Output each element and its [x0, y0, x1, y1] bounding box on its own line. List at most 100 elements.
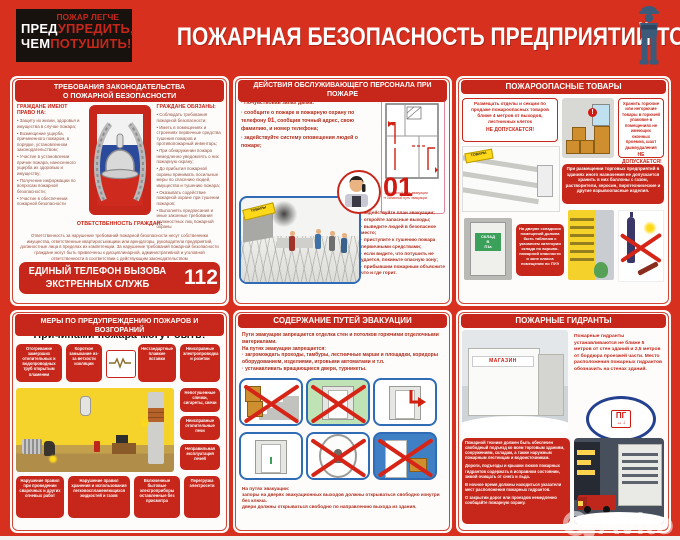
hydrant-placement-text: Пожарные гидранты устанавливаются не бли…: [574, 334, 662, 373]
warning-mark-icon: !: [588, 108, 597, 117]
exit-sign: [270, 457, 272, 465]
fuse-icon: [106, 350, 136, 378]
rights-item: Возмещение ущерба, причиненного пожаром,…: [17, 131, 83, 153]
store-fire-scene-illustration: ТОВАРЫ: [239, 196, 361, 284]
cause-box: Нарушение правил хранения и использовани…: [68, 476, 130, 518]
emergency-phone-banner: ЕДИНЫЙ ТЕЛЕФОН ВЫЗОВА ЭКСТРЕННЫХ СЛУЖБ 1…: [19, 262, 220, 294]
person-illustration: [329, 231, 335, 251]
yellow-building-illustration: [568, 210, 614, 280]
fire-service-emblem: [87, 104, 153, 220]
tv-illustration: [116, 435, 128, 443]
duties-item: До прибытия пожарной охраны принимать по…: [157, 166, 223, 188]
actions-intro-list: Почувствовав запах дыма: сообщите о пожа…: [241, 100, 377, 152]
responsibility-heading: ОТВЕТСТВЕННОСТЬ ГРАЖДАН:: [76, 221, 163, 227]
rule-paragraph: Пути эвакуации запрещается отделка стен …: [242, 332, 439, 345]
table-illustration: [112, 443, 136, 454]
arrow-down-icon: ↓: [622, 420, 626, 426]
panel-staff-actions: ДЕЙСТВИЯ ОБСЛУЖИВАЮЩЕГО ПЕРСОНАЛА ПРИ ПО…: [233, 76, 452, 306]
not-allowed-label: НЕ ДОПУСКАЕТСЯ!: [485, 126, 535, 133]
duties-item: При обнаружении пожара немедленно уведом…: [157, 148, 223, 165]
open-exit-door-illustration: [373, 378, 437, 426]
floor-plan-drawing: [385, 103, 439, 179]
pg-label: ПГ: [615, 411, 627, 420]
locked-door-illustration: [306, 432, 370, 480]
hydrant-rule: В ночное время должны находиться указате…: [465, 481, 562, 492]
red-arrow-icon: [409, 390, 426, 407]
avito-watermark: Avito: [562, 506, 674, 540]
footer-item: двери должны открываться свободно по нап…: [242, 504, 417, 510]
duties-heading: ГРАЖДАНЕ ОБЯЗАНЫ:: [156, 104, 216, 110]
fireworks-icon: [643, 221, 657, 235]
poster-title: ПОЖАРНАЯ БЕЗОПАСНОСТЬ ПРЕДПРИЯТИЙ ТОРГОВ…: [176, 23, 680, 51]
person-illustration: [341, 233, 347, 253]
exit-door-sign-illustration: [239, 432, 303, 480]
cause-box: Нарушение правил при проведении сварочны…: [16, 476, 64, 518]
plan-legend: → Основной путь эвакуации ⇢ Запасный пут…: [383, 191, 428, 200]
rule-box-other-buildings: При размещении торговых предприятий в зд…: [562, 164, 664, 204]
shop-building-illustration: МАГАЗИН: [462, 330, 568, 432]
panel-law-requirements: ТРЕБОВАНИЯ ЗАКОНОДАТЕЛЬСТВА О ПОЖАРНОЙ Б…: [10, 76, 229, 306]
stove-illustration: [148, 392, 164, 464]
logo-pred: ПРЕД: [21, 21, 58, 36]
duties-item: Выполнять предписания и иные законные тр…: [157, 208, 223, 230]
snow-illustration: [574, 512, 664, 524]
panel-fire-hazard-goods: ПОЖАРООПАСНЫЕ ТОВАРЫ Размещать отделы и …: [456, 76, 671, 306]
panel-goods-title: ПОЖАРООПАСНЫЕ ТОВАРЫ: [461, 80, 666, 94]
banner-line1: ЕДИНЫЙ ТЕЛЕФОН ВЫЗОВА: [28, 265, 167, 278]
intro-item: задействуйте систему оповещения людей о …: [241, 135, 377, 150]
radiator-illustration: [22, 439, 42, 454]
panel-fire-hydrants: ПОЖАРНЫЕ ГИДРАНТЫ МАГАЗИН Пожарные гидра…: [456, 310, 671, 533]
flame-icon: [48, 454, 58, 464]
watermark-text: Avito: [597, 506, 674, 540]
hydrant-rule: О закрытии дорог или проездов немедленно…: [465, 494, 557, 506]
logo-upredit: УПРЕДИТЬ,: [57, 21, 134, 36]
gas-cylinder-icon: [627, 212, 635, 263]
hydrant-sign: ПГ ↔↓: [586, 396, 656, 442]
panel-prevention-title: МЕРЫ ПО ПРЕДУПРЕЖДЕНИЮ ПОЖАРОВ И ВОЗГОРА…: [15, 314, 224, 336]
footer-heading: На путях эвакуации:: [242, 486, 290, 491]
step-item: откройте запасные выходы;: [361, 217, 447, 223]
step-item: задействуйте план эвакуации;: [361, 210, 447, 216]
evacuation-plan: План эвакуации 1-й этаж → Основной путь …: [381, 96, 445, 214]
responsibility-text: Ответственность за нарушение требований …: [20, 233, 219, 261]
panel-hydrants-title: ПОЖАРНЫЕ ГИДРАНТЫ: [461, 314, 666, 328]
cause-box: Перегрузка электросети: [184, 476, 220, 518]
hydrant-rules-box: Пожарной технике должен быть обеспечен с…: [462, 438, 570, 524]
banner-line2: ЭКСТРЕННЫХ СЛУЖБ: [45, 278, 150, 290]
cause-box: Отогревание замерзших отопительных и вод…: [16, 344, 62, 382]
rule-box-4-meters: Размещать отделы и секции по продаже пож…: [462, 98, 558, 142]
fire-truck-illustration: [577, 495, 616, 513]
panel-evacuation-title: СОДЕРЖАНИЕ ПУТЕЙ ЭВАКУАЦИИ: [238, 314, 447, 328]
phone-number-inline: 01: [267, 118, 275, 125]
arrow-horizontal-icon: ↔: [616, 420, 623, 426]
fuel-can-illustration: [94, 441, 100, 452]
rights-item: Участие в обеспечении пожарной безопасно…: [17, 196, 83, 207]
smoke-illustration: [271, 200, 297, 228]
rule-paragraph: На путях эвакуации запрещается:: [242, 345, 326, 352]
step-item: прибывшим пожарным объясните что и где г…: [361, 264, 447, 276]
dashed-arrow-icon: ⇢: [383, 195, 386, 200]
hydrant-rule: Дороги, подъезды и крышки люков пожарных…: [465, 463, 560, 479]
cause-box: Короткое замыкание из-за ветхости изоляц…: [66, 344, 102, 382]
actions-steps-list: задействуйте план эвакуации; откройте за…: [361, 210, 447, 277]
evacuation-rules-text: Пути эвакуации запрещается отделка стен …: [242, 332, 443, 373]
fire-causes-room-illustration: [16, 388, 174, 472]
intro-item: Почувствовав запах дыма:: [241, 100, 377, 108]
warehouse-door-illustration: СКЛАД В П1а: [464, 218, 512, 280]
bottom-edge: [0, 536, 680, 540]
logo-slogan: ПОЖАР ЛЕГЧЕ ПРЕД УПРЕДИТЬ, ЧЕМ ПОТУШИТЬ!: [16, 9, 134, 62]
ban-item: загромождать проходы, тамбуры, лестничны…: [242, 352, 443, 366]
evacuation-footer-text: На путях эвакуации: запоры на дверях эва…: [242, 486, 443, 510]
rule-box-storage: Хранить горючие или негорючие товары в г…: [618, 98, 664, 165]
cause-box: Включенные бытовые электроприборы оставл…: [134, 476, 180, 518]
night-scene-illustration: [574, 438, 664, 524]
sparks-icon: [140, 418, 150, 428]
step-item: если видите, что потушить не удается, по…: [361, 251, 447, 263]
cause-box: Непотушенные спички, сигареты, свечи: [180, 388, 220, 412]
phone-number-big: 01: [383, 172, 414, 202]
duties-item: Соблюдать требования пожарной безопаснос…: [157, 112, 223, 123]
citizens-rights: ГРАЖДАНЕ ИМЕЮТ ПРАВО НА: Защиту их жизни…: [17, 104, 83, 220]
panel-prevention-measures: МЕРЫ ПО ПРЕДУПРЕЖДЕНИЮ ПОЖАРОВ И ВОЗГОРА…: [10, 310, 229, 533]
logo-potushit: ПОТУШИТЬ!: [50, 35, 132, 51]
person-illustration: [315, 229, 321, 249]
